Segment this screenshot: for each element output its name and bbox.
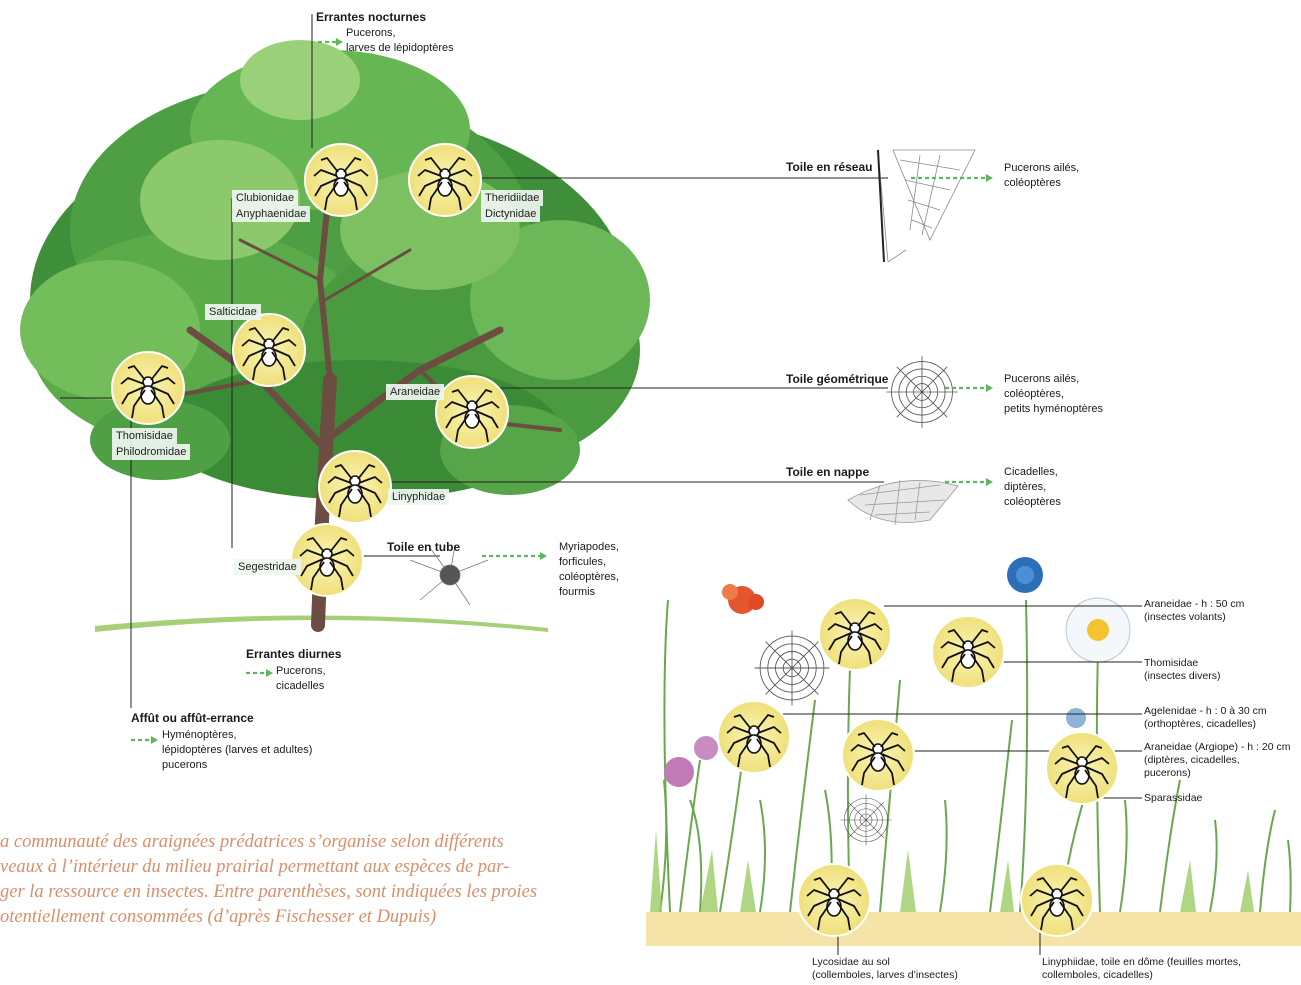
spider-medallion-araneidae	[436, 376, 508, 448]
grass-medallion-araneidae	[819, 598, 891, 670]
clover-flower	[664, 736, 718, 787]
web-tube-label: Toile en tube	[387, 540, 460, 555]
grass-label-thomisidae: Thomisidae (insectes divers)	[1144, 657, 1220, 683]
spider-medallion-segestridae	[291, 524, 363, 596]
diurnal-prey: Pucerons, cicadelles	[276, 664, 326, 694]
small-blue-flower	[1066, 708, 1086, 728]
spider-medallion-linyphidae	[319, 451, 391, 523]
grass-medallion-argiope	[842, 719, 914, 791]
web-network-label: Toile en réseau	[786, 160, 872, 175]
daisy-flower	[1066, 598, 1130, 662]
grass-label-sparassidae: Sparassidae	[1144, 792, 1202, 805]
web-orb-label: Toile géométrique	[786, 372, 888, 387]
web-sheet-illustration	[848, 480, 958, 525]
grass-medallion-sparassidae	[1046, 732, 1118, 804]
figure-caption: a communauté des araignées prédatrices s…	[0, 830, 620, 930]
cornflower	[1007, 557, 1043, 593]
poppy-flower	[722, 584, 764, 614]
nocturnal-title: Errantes nocturnes	[316, 10, 426, 25]
spider-medallion-salticidae	[233, 314, 305, 386]
spider-medallion-thomisidae	[112, 352, 184, 424]
family-anyphaenidae: Anyphaenidae	[232, 206, 310, 222]
grass-label-argiope: Araneidae (Argiope) - h : 20 cm (diptère…	[1144, 741, 1291, 780]
family-salticidae: Salticidae	[205, 304, 261, 320]
ambush-title: Affût ou affût-errance	[131, 711, 254, 726]
diurnal-title: Errantes diurnes	[246, 647, 341, 662]
grass-medallion-agelenidae	[718, 701, 790, 773]
web-orb-illustration	[886, 356, 957, 427]
family-theridiidae: Theridiidae	[481, 190, 543, 206]
grass-orb-web-upper	[755, 631, 830, 706]
family-dictynidae: Dictynidae	[481, 206, 540, 222]
grass-medallion-thomisidae	[932, 616, 1004, 688]
family-segestridae: Segestridae	[234, 559, 301, 575]
nocturnal-prey: Pucerons, larves de lépidoptères	[346, 26, 454, 56]
spider-medallion-clubionidae	[305, 144, 377, 216]
web-sheet-label: Toile en nappe	[786, 465, 869, 480]
grass-label-agelenidae: Agelenidae - h : 0 à 30 cm (orthoptères,…	[1144, 705, 1267, 731]
ambush-prey: Hyménoptères, lépidoptères (larves et ad…	[162, 728, 312, 773]
family-araneidae: Araneidae	[386, 384, 444, 400]
grass-orb-web-lower	[841, 795, 892, 846]
soil-band	[646, 912, 1301, 946]
family-philodromidae: Philodromidae	[112, 444, 190, 460]
family-linyphidae: Linyphidae	[388, 489, 449, 505]
ground-label-lycosidae: Lycosidae au sol (collemboles, larves d’…	[812, 956, 958, 982]
family-clubionidae: Clubionidae	[232, 190, 298, 206]
web-network-illustration	[878, 150, 975, 262]
grass-label-araneidae: Araneidae - h : 50 cm (insectes volants)	[1144, 598, 1244, 624]
spider-medallion-theridiidae	[409, 144, 481, 216]
ground-label-linyphiidae: Linyphiidae, toile en dôme (feuilles mor…	[1042, 956, 1241, 982]
grass-medallion-linyphiidae	[1021, 864, 1093, 936]
web-sheet-prey: Cicadelles, diptères, coléoptères	[1004, 465, 1061, 510]
grass-medallion-lycosidae	[798, 864, 870, 936]
web-tube-prey: Myriapodes, forficules, coléoptères, fou…	[559, 540, 619, 600]
web-network-prey: Pucerons ailés, coléoptères	[1004, 161, 1079, 191]
family-thomisidae: Thomisidae	[112, 428, 177, 444]
web-orb-prey: Pucerons ailés, coléoptères, petits hymé…	[1004, 372, 1103, 417]
